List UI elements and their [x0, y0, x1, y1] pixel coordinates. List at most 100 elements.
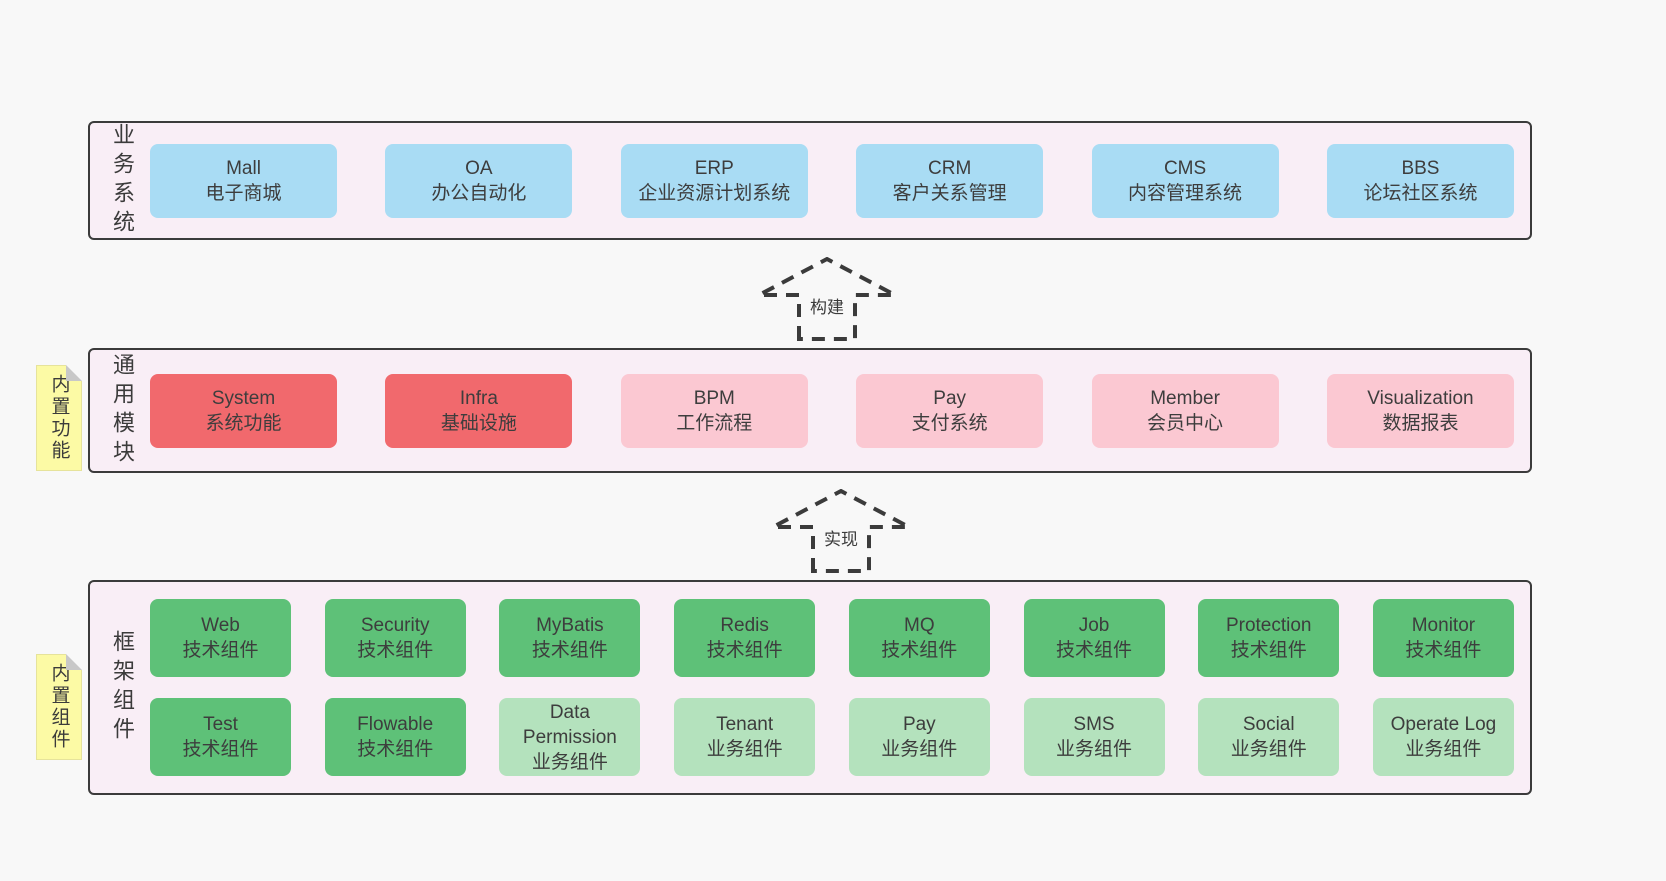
- module-box-subtitle: 企业资源计划系统: [638, 182, 791, 204]
- module-box-title: Monitor: [1411, 615, 1476, 636]
- module-box-subtitle: 技术组件: [1056, 640, 1133, 661]
- module-box-subtitle: 内容管理系统: [1128, 182, 1243, 204]
- module-box-member: Member 会员中心: [1091, 373, 1279, 448]
- build-arrow: 构建: [757, 257, 897, 341]
- module-box-title: Web: [201, 615, 240, 636]
- module-box-subtitle: 数据报表: [1382, 412, 1459, 434]
- up-arrow-icon: [772, 489, 910, 573]
- module-box-title: Data Permission: [522, 701, 617, 748]
- implement-arrow: 实现: [771, 489, 911, 573]
- layer-label-modules: 通用模块: [110, 352, 135, 469]
- module-box-subtitle: 技术组件: [706, 640, 783, 661]
- module-box-subtitle: 业务组件: [1056, 739, 1133, 760]
- module-box-job: Job 技术组件: [1023, 599, 1165, 677]
- module-box-pay: Pay 支付系统: [856, 373, 1044, 448]
- module-box-mq: MQ 技术组件: [848, 599, 990, 677]
- sticky-note-built-in-components: 内置组件: [36, 654, 82, 760]
- module-box-title: OA: [465, 157, 493, 179]
- note-fold-icon: [66, 654, 82, 670]
- module-box-infra: Infra 基础设施: [385, 373, 573, 448]
- module-box-title: Tenant: [716, 714, 774, 735]
- layer-label-framework: 框架组件: [110, 629, 135, 746]
- module-box-subtitle: 基础设施: [440, 412, 517, 434]
- build-arrow-label: 构建: [806, 297, 848, 319]
- module-box-title: Security: [360, 615, 430, 636]
- note-fold-icon: [66, 365, 82, 381]
- note-text: 内置组件: [48, 663, 70, 751]
- module-box-web: Web 技术组件: [150, 599, 291, 677]
- module-box-system: System 系统功能: [150, 373, 337, 448]
- module-box-title: Operate Log: [1390, 714, 1497, 735]
- module-box-title: Infra: [459, 387, 498, 409]
- module-box-title: Mall: [226, 157, 261, 179]
- module-box-title: BPM: [693, 387, 735, 409]
- module-box-subtitle: 业务组件: [531, 751, 608, 773]
- module-box-monitor: Monitor 技术组件: [1372, 599, 1514, 677]
- module-box-title: Social: [1242, 714, 1295, 735]
- module-box-test: Test 技术组件: [150, 698, 291, 776]
- module-box-title: Protection: [1225, 615, 1312, 636]
- module-box-title: Redis: [720, 615, 769, 636]
- module-box-subtitle: 技术组件: [1405, 640, 1482, 661]
- module-box-security: Security 技术组件: [324, 599, 466, 677]
- sticky-note-built-in-features: 内置功能: [36, 365, 82, 471]
- module-box-subtitle: 论坛社区系统: [1363, 182, 1478, 204]
- module-box-bpm: BPM 工作流程: [620, 373, 808, 448]
- module-box-subtitle: 技术组件: [357, 739, 434, 760]
- module-box-subtitle: 技术组件: [881, 640, 958, 661]
- note-text: 内置功能: [48, 374, 70, 462]
- module-box-sms: SMS 业务组件: [1023, 698, 1165, 776]
- module-box-subtitle: 业务组件: [881, 739, 958, 760]
- module-box-title: System: [211, 387, 276, 409]
- modules-boxes-row: System 系统功能 Infra 基础设施 BPM 工作流程 Pay 支付系统 Member 会…: [138, 350, 1530, 471]
- module-box-title: Flowable: [357, 714, 434, 735]
- module-box-redis: Redis 技术组件: [674, 599, 816, 677]
- layer-label-business: 业务系统: [110, 123, 135, 239]
- module-box-mall: Mall 电子商城: [150, 143, 337, 218]
- module-box-title: Member: [1150, 387, 1220, 409]
- module-box-data-permission: Data Permission 业务组件: [499, 698, 641, 776]
- module-box-subtitle: 办公自动化: [431, 182, 527, 204]
- module-box-subtitle: 系统功能: [205, 412, 282, 434]
- module-box-operate-log: Operate Log 业务组件: [1372, 698, 1514, 776]
- module-box-title: BBS: [1401, 157, 1440, 179]
- module-box-subtitle: 技术组件: [182, 739, 259, 760]
- module-box-flowable: Flowable 技术组件: [324, 698, 466, 776]
- module-box-subtitle: 电子商城: [205, 182, 282, 204]
- module-box-title: MQ: [904, 615, 935, 636]
- module-box-subtitle: 技术组件: [1230, 640, 1307, 661]
- module-box-subtitle: 支付系统: [911, 412, 988, 434]
- module-box-erp: ERP 企业资源计划系统: [620, 143, 808, 218]
- module-box-subtitle: 技术组件: [531, 640, 608, 661]
- module-box-title: Test: [203, 714, 238, 735]
- module-box-oa: OA 办公自动化: [385, 143, 573, 218]
- module-box-subtitle: 工作流程: [676, 412, 753, 434]
- module-box-mybatis: MyBatis 技术组件: [499, 599, 641, 677]
- module-box-protection: Protection 技术组件: [1198, 599, 1340, 677]
- up-arrow-icon: [758, 257, 896, 341]
- module-box-cms: CMS 内容管理系统: [1091, 143, 1279, 218]
- module-box-title: Visualization: [1367, 387, 1474, 409]
- module-box-title: SMS: [1073, 714, 1115, 735]
- module-box-title: MyBatis: [536, 615, 604, 636]
- module-box-subtitle: 技术组件: [357, 640, 434, 661]
- module-box-subtitle: 会员中心: [1147, 412, 1224, 434]
- module-box-subtitle: 业务组件: [1405, 739, 1482, 760]
- module-box-visualization: Visualization 数据报表: [1326, 373, 1514, 448]
- module-box-title: ERP: [694, 157, 734, 179]
- module-box-bbs: BBS 论坛社区系统: [1326, 143, 1514, 218]
- implement-arrow-label: 实现: [820, 529, 862, 551]
- module-box-title: CMS: [1163, 157, 1207, 179]
- module-box-subtitle: 技术组件: [182, 640, 259, 661]
- module-box-title: Job: [1078, 615, 1110, 636]
- module-box-subtitle: 客户关系管理: [892, 182, 1007, 204]
- module-box-title: Pay: [933, 387, 967, 409]
